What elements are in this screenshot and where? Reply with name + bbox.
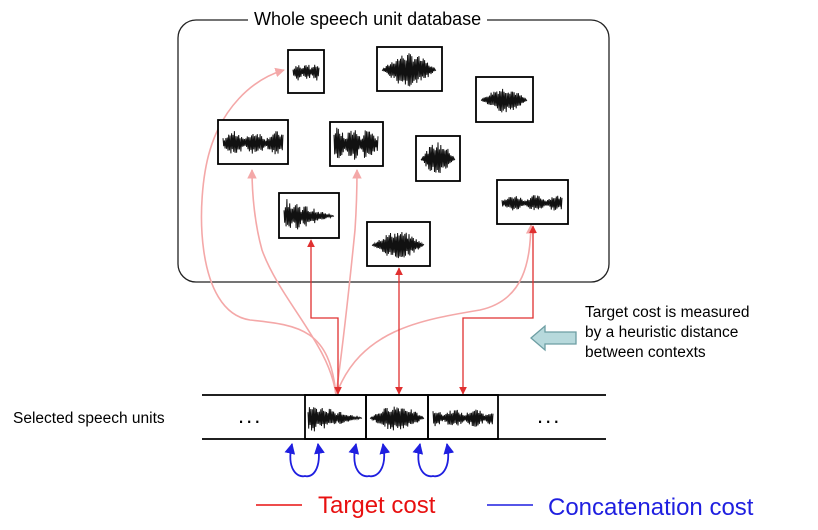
waveform — [292, 64, 320, 81]
database-title: Whole speech unit database — [248, 9, 488, 30]
selected-units-label: Selected speech units — [13, 410, 165, 427]
ellipsis-left: ... — [238, 403, 263, 428]
waveform — [283, 199, 335, 230]
waveform — [432, 409, 494, 427]
legend-target-label: Target cost — [318, 492, 436, 519]
legend-concat-label: Concatenation cost — [548, 494, 754, 521]
target-cost-note: Target cost is measured by a heuristic d… — [585, 303, 750, 363]
database-units — [217, 46, 569, 267]
waveform — [369, 406, 425, 431]
note-line-1: Target cost is measured — [585, 304, 750, 321]
waveform — [420, 142, 456, 174]
concatenation-cost-arrows — [284, 442, 455, 478]
waveforms — [222, 53, 563, 432]
hint-arrow-icon — [530, 324, 577, 352]
waveform — [371, 231, 425, 259]
note-line-3: between contexts — [585, 344, 706, 361]
note-line-2: by a heuristic distance — [585, 324, 739, 341]
waveform — [501, 195, 563, 211]
selected-units-strip — [202, 394, 606, 440]
waveform — [333, 127, 379, 160]
waveform — [307, 407, 363, 432]
target-cost-arrows — [307, 225, 537, 395]
waveform — [222, 131, 284, 155]
waveform — [381, 53, 437, 87]
waveform — [480, 88, 528, 113]
ellipsis-right: ... — [537, 403, 562, 428]
selected-unit-3 — [427, 394, 499, 440]
